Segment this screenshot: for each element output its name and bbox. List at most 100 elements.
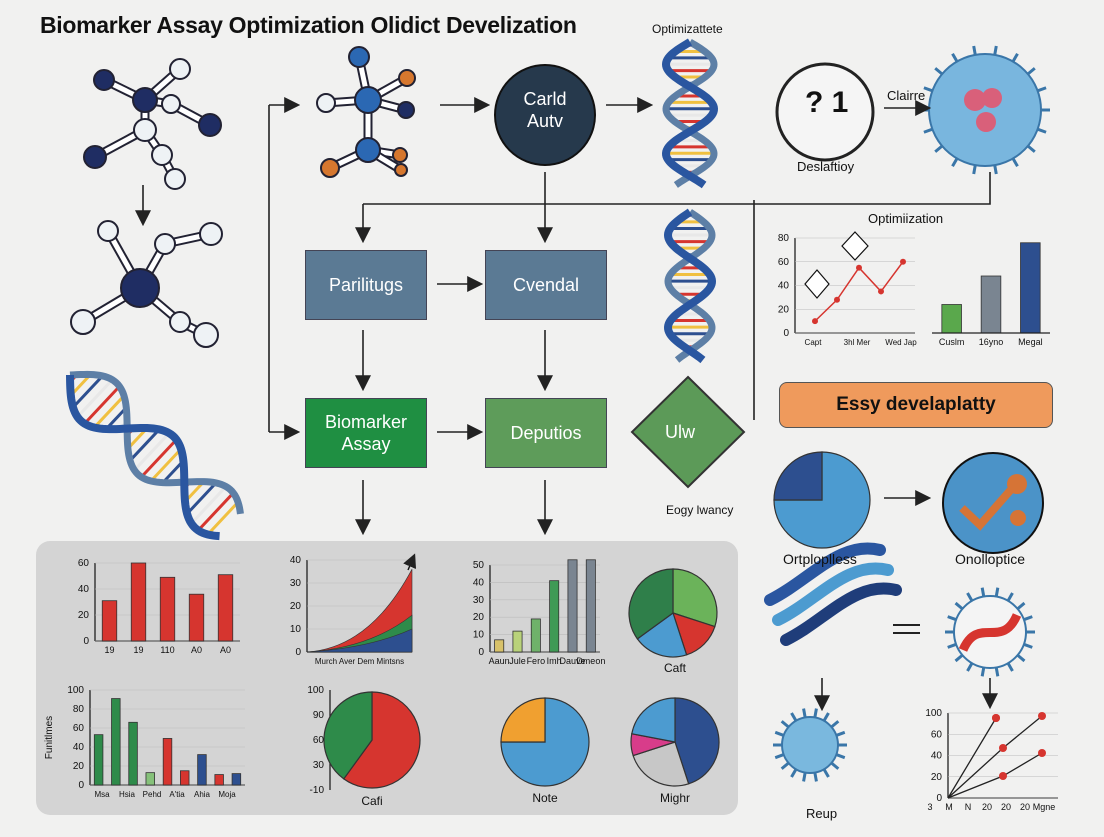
- spike: [993, 45, 998, 56]
- protein-ribbon: [764, 542, 886, 606]
- atom: [154, 233, 176, 255]
- y-tick-label: 40: [78, 584, 90, 595]
- bar: [549, 580, 560, 653]
- y-tick-label: 40: [931, 751, 943, 762]
- x-tick-label: Fero: [527, 656, 546, 666]
- box-cvendal[interactable]: Cvendal: [485, 250, 607, 320]
- pie-slice: [500, 697, 546, 743]
- spike: [923, 127, 933, 134]
- line-point: [1038, 712, 1046, 720]
- y-tick-label: 50: [473, 560, 485, 571]
- spike: [951, 52, 959, 63]
- spike: [966, 662, 974, 672]
- pie-slice: [636, 612, 688, 658]
- bar: [585, 559, 596, 653]
- y-tick-label: 80: [73, 704, 85, 715]
- y-tick-label: 10: [473, 630, 485, 641]
- x-tick-label: A0: [220, 645, 231, 655]
- y-tick-label: 60: [931, 729, 943, 740]
- spike: [822, 712, 830, 722]
- bar: [162, 738, 173, 786]
- onolo-dot: [1007, 474, 1027, 494]
- strand-back: [662, 38, 718, 188]
- x-tick-label: Moja: [218, 790, 236, 799]
- pie-slice: [628, 568, 674, 640]
- base-pair: [206, 501, 240, 536]
- spike: [1037, 86, 1047, 93]
- bar: [93, 734, 104, 786]
- atom: [316, 93, 336, 113]
- spike: [830, 761, 840, 770]
- strand-front: [66, 374, 220, 541]
- spike: [934, 144, 944, 153]
- x-tick-label: 3hl Mer: [844, 338, 871, 347]
- base-pair: [93, 394, 126, 429]
- x-tick-label: Mgne: [1033, 802, 1056, 812]
- bar: [494, 639, 505, 653]
- y-tick-label: 0: [295, 647, 301, 658]
- x-tick-label: 110: [160, 645, 174, 655]
- atom: [320, 158, 340, 178]
- atom: [169, 58, 191, 80]
- bar: [159, 576, 176, 642]
- spike: [1026, 144, 1036, 153]
- pie-mighr: [630, 697, 720, 787]
- base-pair: [186, 481, 218, 515]
- y-tick-label: 30: [290, 578, 302, 589]
- line-point: [992, 714, 1000, 722]
- spike: [972, 164, 977, 175]
- pie-caption: Mighr: [660, 791, 690, 805]
- base-pair: [133, 432, 171, 472]
- spike: [980, 587, 986, 597]
- atom: [83, 145, 107, 169]
- line-point: [999, 772, 1007, 780]
- onolo-label: Onolloptice: [955, 551, 1026, 567]
- strand-front: [661, 38, 719, 189]
- x-tick-label: Wed Jap: [885, 338, 917, 347]
- y-tick-label: 60: [313, 735, 325, 746]
- x-tick-label: N: [965, 802, 972, 812]
- y-tick-label: 100: [925, 708, 942, 719]
- spike: [954, 653, 964, 663]
- base-pair: [71, 374, 104, 409]
- spike: [790, 768, 798, 778]
- spike: [830, 720, 840, 729]
- marker-diamond: [841, 231, 869, 261]
- atom: [169, 311, 191, 333]
- x-tick-label: Hsia: [119, 790, 136, 799]
- x-tick-label: A0: [191, 645, 202, 655]
- dna-middle-icon: [663, 208, 717, 364]
- spike: [947, 615, 957, 622]
- base-pair: [83, 385, 121, 425]
- spike: [947, 642, 957, 649]
- circle-label: Carld Autv: [523, 89, 567, 131]
- spike: [1023, 642, 1033, 649]
- pill-banner[interactable]: Essy develaplatty: [779, 382, 1053, 428]
- x-tick-label: 20: [982, 802, 992, 812]
- virus-cell: [964, 89, 986, 111]
- x-tick-label: Dauve: [559, 656, 585, 666]
- box-biomarker-assay[interactable]: Biomarker Assay: [305, 398, 427, 468]
- atom: [394, 163, 408, 177]
- pie-slice: [674, 697, 720, 785]
- y-axis-label: Funitlmes: [44, 716, 55, 759]
- base-pair: [197, 491, 235, 532]
- atom: [348, 46, 370, 68]
- pie-slice: [773, 451, 823, 501]
- molecule-2-icon: [70, 220, 223, 348]
- pie-caft: [628, 568, 718, 658]
- claire-label: Clairre: [887, 88, 926, 103]
- box-parilitugs[interactable]: Parilitugs: [305, 250, 427, 320]
- spike: [923, 86, 933, 93]
- spike: [1006, 592, 1014, 602]
- marker-diamond: [804, 269, 830, 299]
- x-tick-label: Dmeon: [576, 656, 605, 666]
- pie-note: [500, 697, 590, 787]
- box-deputios[interactable]: Deputios: [485, 398, 607, 468]
- atom: [133, 118, 157, 142]
- area-band: [306, 628, 413, 653]
